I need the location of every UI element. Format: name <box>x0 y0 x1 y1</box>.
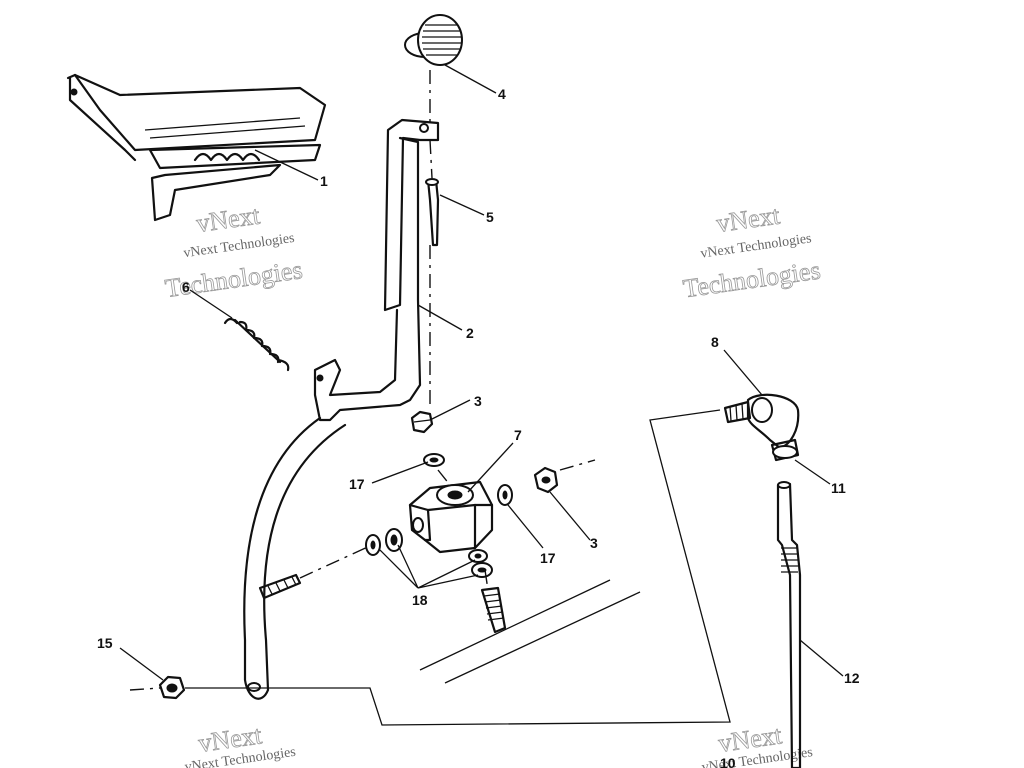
leader-lines <box>119 64 844 681</box>
part-5-pin <box>425 178 440 247</box>
callout-1: 1 <box>320 173 328 189</box>
callout-3-right: 3 <box>590 535 598 551</box>
callouts: 1 2 3 4 5 6 7 8 10 11 12 15 17 17 3 18 <box>97 86 860 768</box>
assembly-lines <box>129 70 731 726</box>
callout-11: 11 <box>831 480 846 496</box>
part-1-pedal <box>66 73 327 222</box>
part-8-ball-joint <box>723 393 800 450</box>
callout-4: 4 <box>498 86 506 102</box>
callout-18: 18 <box>412 592 428 608</box>
part-7-block <box>408 480 494 554</box>
part-17-washer-right <box>497 484 513 506</box>
threaded-stud-lower <box>480 586 507 634</box>
part-6-spring <box>223 317 290 372</box>
part-3-nut-right <box>533 466 559 494</box>
part-2-bracket <box>243 118 440 700</box>
watermark-big-line2: Technologies <box>681 255 822 303</box>
callout-12: 12 <box>844 670 860 686</box>
threaded-stud-left <box>258 573 302 600</box>
part-15-nut <box>158 675 186 700</box>
callout-15: 15 <box>97 635 113 651</box>
part-11-boot <box>770 438 800 462</box>
part-3-nut-top <box>410 410 434 434</box>
part-12-rod <box>776 481 802 768</box>
floor-panel <box>419 579 641 684</box>
watermark-bottom-left: vNext vNext Technologies <box>184 720 297 768</box>
callout-8: 8 <box>711 334 719 350</box>
callout-10: 10 <box>720 755 736 768</box>
callout-6: 6 <box>182 279 190 295</box>
callout-5: 5 <box>486 209 494 225</box>
callout-17-left: 17 <box>349 476 365 492</box>
part-4-knob <box>404 14 463 66</box>
callout-2: 2 <box>466 325 474 341</box>
watermark-big-line1: vNext <box>195 200 263 238</box>
part-17-washer-top <box>423 453 445 467</box>
watermark-big-line1: vNext <box>715 200 783 238</box>
watermark-top-right: vNext vNext Technologies Technologies <box>681 200 823 304</box>
watermark-bottom-right: vNext vNext Technologies <box>701 720 814 768</box>
watermark-small-line: vNext Technologies <box>700 231 813 261</box>
callout-17-right: 17 <box>540 550 556 566</box>
callout-7: 7 <box>514 427 522 443</box>
watermark-top-left: vNext vNext Technologies Technologies <box>163 200 305 303</box>
callout-3-top: 3 <box>474 393 482 409</box>
